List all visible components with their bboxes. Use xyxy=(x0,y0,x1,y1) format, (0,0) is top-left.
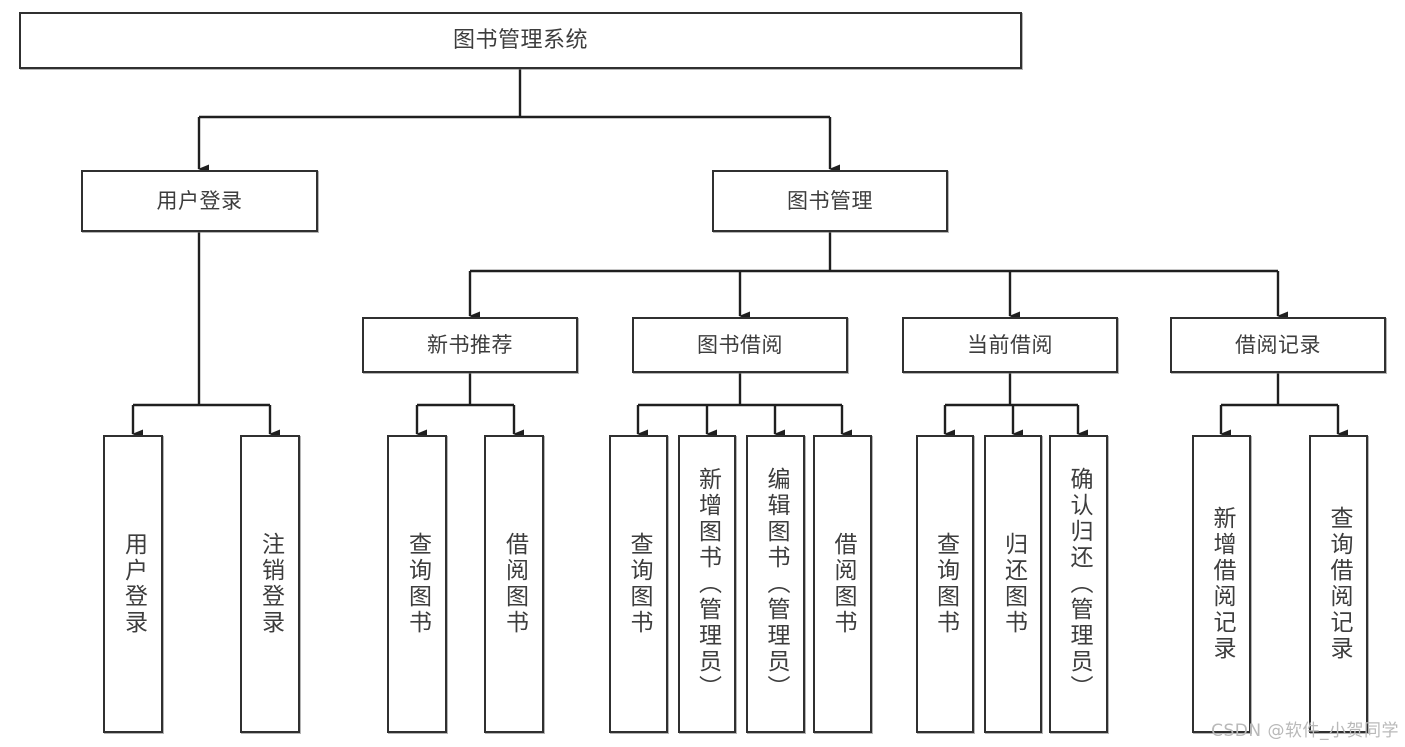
node-leaf-logout[interactable]: 注销登录 xyxy=(240,435,300,733)
node-leaf-query-book-2[interactable]: 查询图书 xyxy=(609,435,668,733)
node-label: 图书管理 xyxy=(787,188,873,213)
node-label: 查询图书 xyxy=(626,532,652,636)
node-leaf-add-book[interactable]: 新增图书（管理员） xyxy=(678,435,736,733)
node-leaf-query-book-1[interactable]: 查询图书 xyxy=(387,435,447,733)
node-new-book-rec[interactable]: 新书推荐 xyxy=(362,317,578,373)
node-leaf-borrow-book-1[interactable]: 借阅图书 xyxy=(484,435,544,733)
watermark-text: CSDN @软件_小贺同学 xyxy=(1211,721,1399,741)
node-label: 借阅记录 xyxy=(1235,332,1321,357)
node-leaf-borrow-book-2[interactable]: 借阅图书 xyxy=(813,435,872,733)
node-label: 新增借阅记录 xyxy=(1209,506,1235,662)
connector-userlogin-to-leaves xyxy=(131,232,280,439)
connector-bookborrow-to-leaves xyxy=(636,373,852,439)
node-label: 用户登录 xyxy=(120,532,147,636)
node-label: 编辑图书（管理员） xyxy=(763,467,789,701)
node-borrow-record[interactable]: 借阅记录 xyxy=(1170,317,1386,373)
node-root[interactable]: 图书管理系统 xyxy=(19,12,1022,69)
node-leaf-add-record[interactable]: 新增借阅记录 xyxy=(1192,435,1251,733)
node-label: 新增图书（管理员） xyxy=(694,467,721,701)
connector-newbookrec-to-leaves xyxy=(415,373,524,439)
node-label: 图书借阅 xyxy=(697,332,783,357)
connector-borrowrecord-to-leaves xyxy=(1219,373,1348,439)
node-label: 当前借阅 xyxy=(967,332,1053,357)
edge-layer xyxy=(131,69,1348,439)
node-leaf-return-book[interactable]: 归还图书 xyxy=(984,435,1042,733)
node-label: 归还图书 xyxy=(1000,532,1027,636)
node-leaf-edit-book[interactable]: 编辑图书（管理员） xyxy=(746,435,805,733)
node-book-mgmt[interactable]: 图书管理 xyxy=(712,170,948,232)
node-label: 图书管理系统 xyxy=(452,27,588,53)
node-leaf-query-record[interactable]: 查询借阅记录 xyxy=(1309,435,1368,733)
node-label: 查询图书 xyxy=(404,532,431,636)
node-leaf-user-login[interactable]: 用户登录 xyxy=(103,435,163,733)
node-label: 确认归还（管理员） xyxy=(1066,467,1092,701)
connector-bookmgmt-to-level2 xyxy=(468,232,1288,321)
node-label: 用户登录 xyxy=(156,188,243,213)
node-label: 新书推荐 xyxy=(427,332,513,357)
node-label: 查询借阅记录 xyxy=(1326,506,1352,662)
node-current-borrow[interactable]: 当前借阅 xyxy=(902,317,1118,373)
node-leaf-confirm-return[interactable]: 确认归还（管理员） xyxy=(1049,435,1108,733)
connector-root-to-level1 xyxy=(197,69,840,174)
node-label: 查询图书 xyxy=(932,532,959,636)
node-label: 注销登录 xyxy=(257,532,284,636)
node-user-login[interactable]: 用户登录 xyxy=(81,170,318,232)
node-label: 借阅图书 xyxy=(830,532,856,636)
connector-currentborrow-to-leaves xyxy=(943,373,1088,439)
node-leaf-query-book-3[interactable]: 查询图书 xyxy=(916,435,974,733)
node-label: 借阅图书 xyxy=(501,532,528,636)
node-book-borrow[interactable]: 图书借阅 xyxy=(632,317,848,373)
